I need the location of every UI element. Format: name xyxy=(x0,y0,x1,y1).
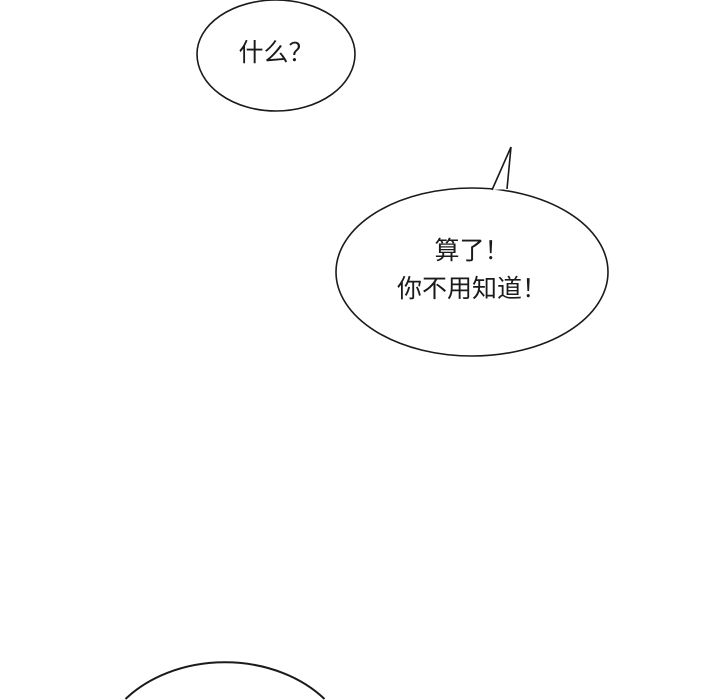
speech-bubble-1 xyxy=(196,0,356,112)
speech-bubble-2 xyxy=(335,187,609,357)
bubble-line: 什么？ xyxy=(238,38,314,67)
speech-bubble-2-text: 算了！ 你不用知道！ xyxy=(336,232,608,308)
speech-bubble-3 xyxy=(124,661,326,700)
speech-bubble-2-tail xyxy=(491,146,512,191)
bubble-line: 你不用知道！ xyxy=(396,274,547,303)
speech-bubble-1-text: 什么？ xyxy=(197,34,355,72)
bubble-line: 算了！ xyxy=(434,236,510,265)
